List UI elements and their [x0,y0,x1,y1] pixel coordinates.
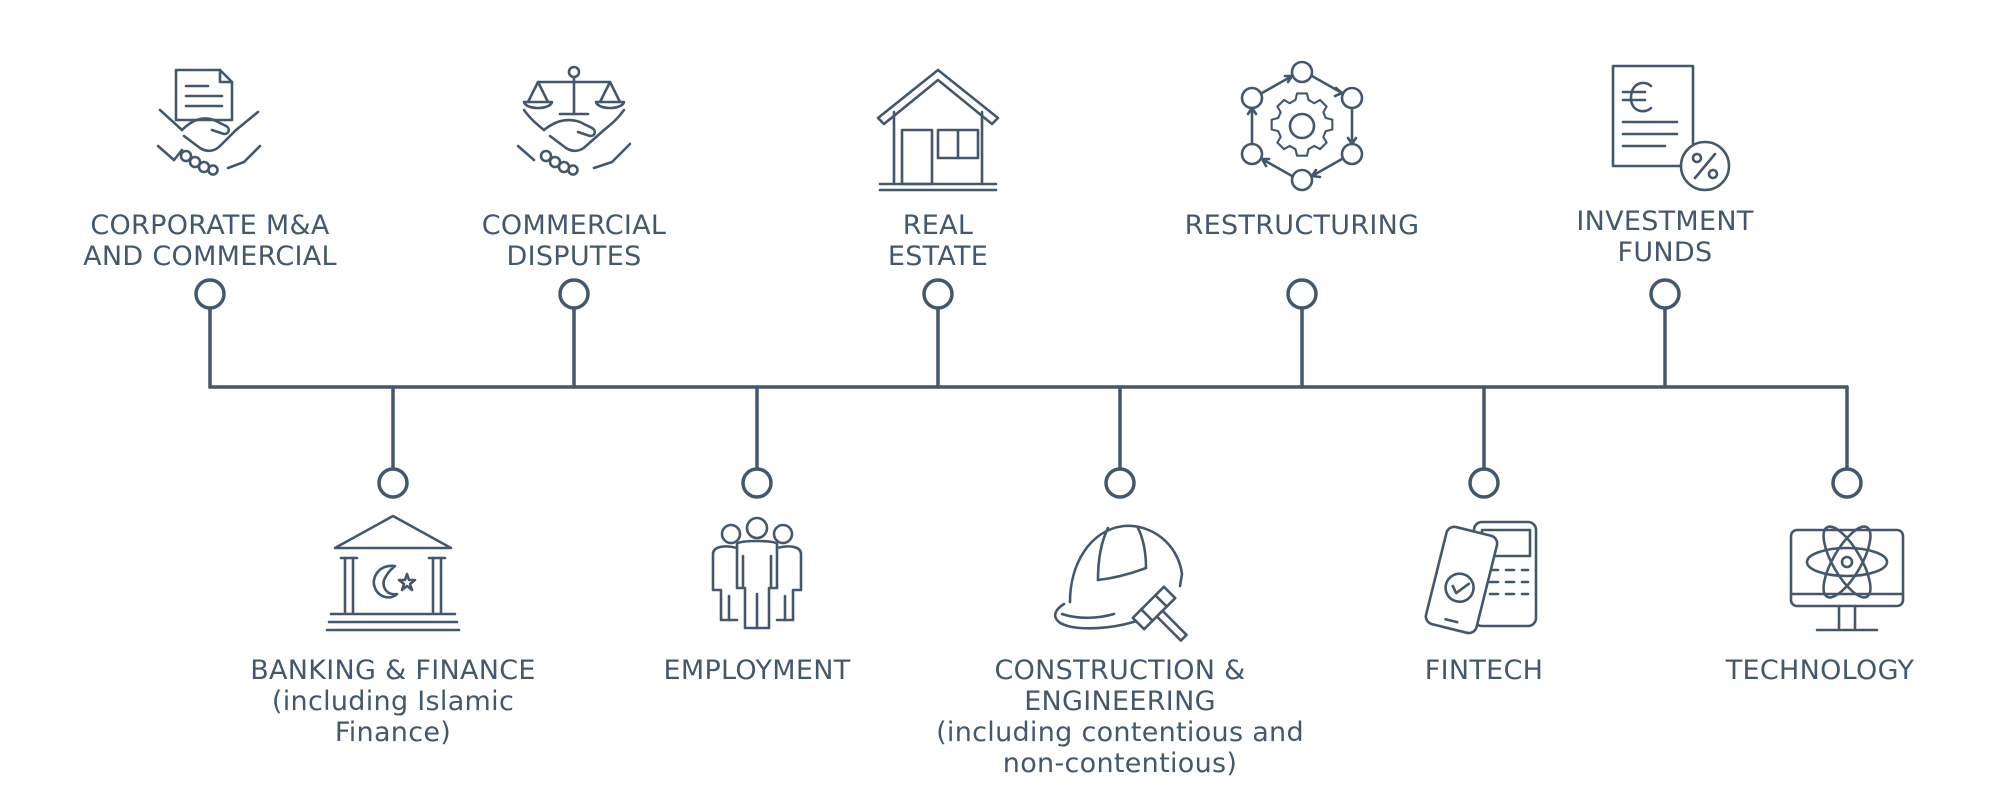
node-disputes [558,278,590,310]
house-icon [876,68,1000,192]
gear-cycle-icon [1240,60,1364,192]
bank-crescent-icon [325,514,461,632]
label-fintech: FINTECH [1424,655,1544,686]
label-employment: EMPLOYMENT [663,655,851,686]
node-banking [377,467,409,499]
label-restructuring: RESTRUCTURING [1184,210,1420,241]
node-real-estate [922,278,954,310]
node-corporate [194,278,226,310]
hardhat-gavel-icon [1053,524,1188,642]
euro-document-percent-icon [1611,64,1731,192]
pay-phone-terminal-icon [1424,520,1538,635]
node-technology [1831,467,1863,499]
atom-monitor-icon [1789,525,1905,632]
label-construction: CONSTRUCTION &ENGINEERING(including cont… [936,655,1304,779]
node-fintech [1468,467,1500,499]
node-employment [741,467,773,499]
scales-handshake-icon [516,65,632,176]
node-construction [1104,467,1136,499]
label-technology: TECHNOLOGY [1725,655,1915,686]
people-group-icon [711,516,803,630]
node-restructuring [1286,278,1318,310]
handshake-document-icon [156,68,262,176]
node-investment-funds [1649,278,1681,310]
